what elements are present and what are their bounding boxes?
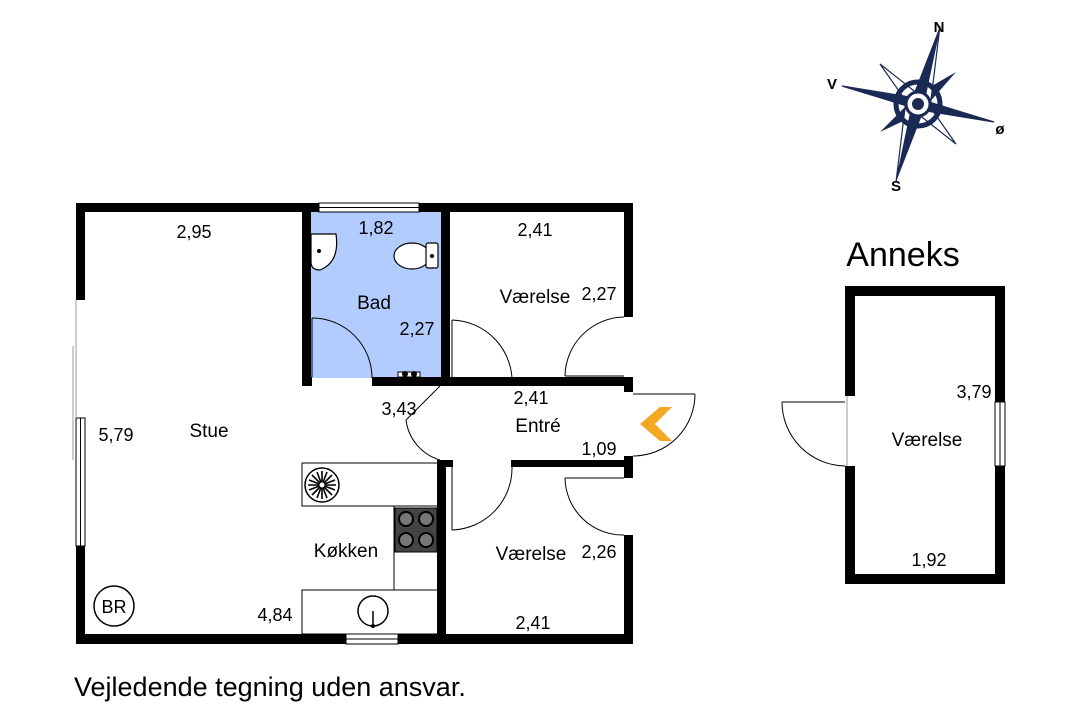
sink-icon	[357, 595, 389, 628]
fan-icon	[304, 467, 340, 503]
compass-south-label: S	[891, 178, 901, 195]
compass-rose-icon	[841, 25, 995, 183]
entre-name-label: Entré	[515, 416, 560, 437]
br-marker: BR	[93, 585, 135, 627]
stue-width-label: 2,95	[176, 222, 211, 242]
stue-bottom-label: 4,84	[257, 605, 292, 625]
vaerelse-bottom-name-label: Værelse	[496, 544, 567, 565]
vaerelse-top-depth-label: 2,27	[581, 284, 616, 304]
br-label: BR	[101, 597, 126, 617]
doors	[311, 316, 696, 536]
koekken-name-label: Køkken	[314, 541, 378, 562]
annex-room-depth-label: 3,79	[956, 382, 991, 402]
bad-name-label: Bad	[357, 293, 391, 314]
compass-north-label: N	[934, 19, 945, 36]
stue-name-label: Stue	[189, 421, 228, 442]
vaerelse-bottom-depth-label: 2,26	[581, 542, 616, 562]
faucet-icon	[397, 371, 421, 378]
entre-depth-label: 1,09	[581, 439, 616, 459]
toilet-icon	[393, 242, 439, 270]
stove-icon	[394, 507, 438, 553]
stue-notch-label: 3,43	[381, 399, 416, 419]
disclaimer-text: Vejledende tegning uden ansvar.	[74, 672, 466, 702]
compass-west-label: V	[827, 76, 837, 93]
compass-east-label: ø	[995, 121, 1005, 138]
vaerelse-bottom-width-label: 2,41	[515, 613, 550, 633]
annex-title: Anneks	[846, 236, 959, 274]
stue-depth-label: 5,79	[98, 425, 133, 445]
annex-room-width-label: 1,92	[911, 550, 946, 570]
vaerelse-top-width-label: 2,41	[517, 220, 552, 240]
vaerelse-top-name-label: Værelse	[500, 287, 571, 308]
kitchen-counters	[301, 462, 439, 635]
bathroom-sink-icon	[310, 233, 338, 271]
bad-width-label: 1,82	[358, 218, 393, 238]
annex-door	[781, 396, 848, 467]
annex-walls	[845, 286, 1006, 584]
entre-width-label: 2,41	[513, 388, 548, 408]
bad-depth-label: 2,27	[399, 319, 434, 339]
annex-room-name-label: Værelse	[892, 430, 963, 451]
windows	[72, 202, 420, 645]
entrance-arrow-icon[interactable]	[640, 407, 672, 441]
